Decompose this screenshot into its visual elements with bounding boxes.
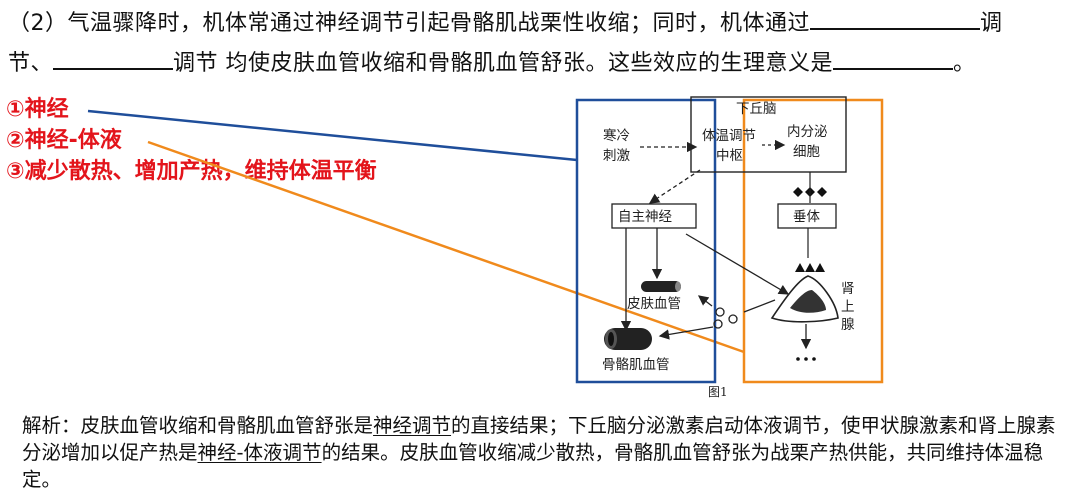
- answer-blank-2[interactable]: [53, 46, 174, 70]
- center-line1: 体温调节: [702, 128, 756, 144]
- hypothalamus-label: 下丘脑: [736, 101, 777, 117]
- skin-vessel-label: 皮肤血管: [627, 296, 681, 312]
- answer-2-connector: [147, 140, 745, 354]
- analysis-underline-2: 神经-体液调节: [197, 441, 322, 464]
- muscle-vessel-icon: [604, 328, 652, 350]
- neural-regulation-box: [575, 98, 717, 384]
- question-text-2-tail: 。: [953, 51, 976, 76]
- secretory-line2: 细胞: [793, 144, 821, 160]
- autonomic-label: 自主神经: [618, 209, 672, 225]
- question-text-2-head: 节、: [8, 51, 54, 76]
- analysis-part-1: 皮肤血管收缩和骨骼肌血管舒张是: [80, 414, 374, 437]
- autonomic-to-adrenal-arrow: [685, 233, 790, 295]
- output-dots: [796, 357, 816, 361]
- skin-vessel-icon: [641, 281, 681, 292]
- answer-list: ①神经 ②神经-体液 ③减少散热、增加产热，维持体温平衡: [6, 94, 377, 187]
- adrenal-label-3: 腺: [841, 317, 855, 333]
- answer-3: ③减少散热、增加产热，维持体温平衡: [6, 159, 377, 184]
- autonomic-box: [611, 203, 697, 229]
- analysis-underline-1: 神经调节: [373, 414, 452, 437]
- answer-blank-3[interactable]: [833, 46, 954, 70]
- center-to-autonomic-arrow: [648, 169, 701, 204]
- adrenal-label-1: 肾: [841, 281, 855, 297]
- question-line-1: （2）气温骤降时，机体常通过神经调节引起骨骼肌战栗性收缩；同时，机体通过 调: [8, 6, 1003, 39]
- circles-to-muscle-arrow: [658, 326, 714, 340]
- analysis-label: 解析：: [22, 414, 81, 437]
- analysis-part-3: 的结果。皮肤血管收缩减少散热，骨骼肌血管舒张为战栗产热供能，共同维持体温稳定。: [22, 441, 1044, 491]
- adrenal-gland-icon: [770, 275, 839, 323]
- hormone-triangles: [795, 263, 825, 272]
- answer-1-connector: [87, 109, 578, 162]
- question-text-2-mid: 调节 均使皮肤血管收缩和骨骼肌血管舒张。这些效应的生理意义是: [173, 51, 834, 76]
- thermoregulation-diagram: 下丘脑 寒冷 刺激 体温调节 中枢 内分泌 细胞 垂体 自主神经 皮肤血管: [87, 96, 884, 399]
- figure-caption: 图1: [708, 385, 728, 399]
- pituitary-box: [777, 203, 837, 229]
- analysis-paragraph: 解析：皮肤血管收缩和骨骼肌血管舒张是神经调节的直接结果；下丘脑分泌激素启动体液调…: [22, 412, 1074, 493]
- answer-2: ②神经-体液: [6, 128, 122, 153]
- muscle-vessel-label: 骨骼肌血管: [602, 357, 670, 373]
- circles-to-skin-arrow: [697, 295, 713, 307]
- question-line-2: 节、 调节 均使皮肤血管收缩和骨骼肌血管舒张。这些效应的生理意义是 。: [8, 46, 976, 79]
- adrenal-label-2: 上: [841, 299, 855, 315]
- question-text-1-tail: 调: [980, 11, 1003, 36]
- answer-1: ①神经: [6, 97, 69, 122]
- adrenal-to-circles-line: [743, 299, 776, 313]
- secretory-line1: 内分泌: [787, 124, 828, 140]
- cold-stimulus-line1: 寒冷: [603, 127, 630, 144]
- analysis-part-2: 的直接结果；下丘脑分泌激素启动体液调节，使甲状腺激素和肾上腺素分泌增加以促产热是: [22, 414, 1056, 464]
- humoral-regulation-box: [742, 98, 884, 384]
- cold-stimulus-line2: 刺激: [603, 148, 631, 164]
- hypothalamus-box: [690, 96, 847, 173]
- hormone-circles: [713, 307, 738, 329]
- pituitary-label: 垂体: [793, 209, 821, 225]
- answer-blank-1[interactable]: [810, 6, 980, 30]
- question-text-1: （2）气温骤降时，机体常通过神经调节引起骨骼肌战栗性收缩；同时，机体通过: [8, 11, 810, 36]
- center-line2: 中枢: [716, 148, 743, 164]
